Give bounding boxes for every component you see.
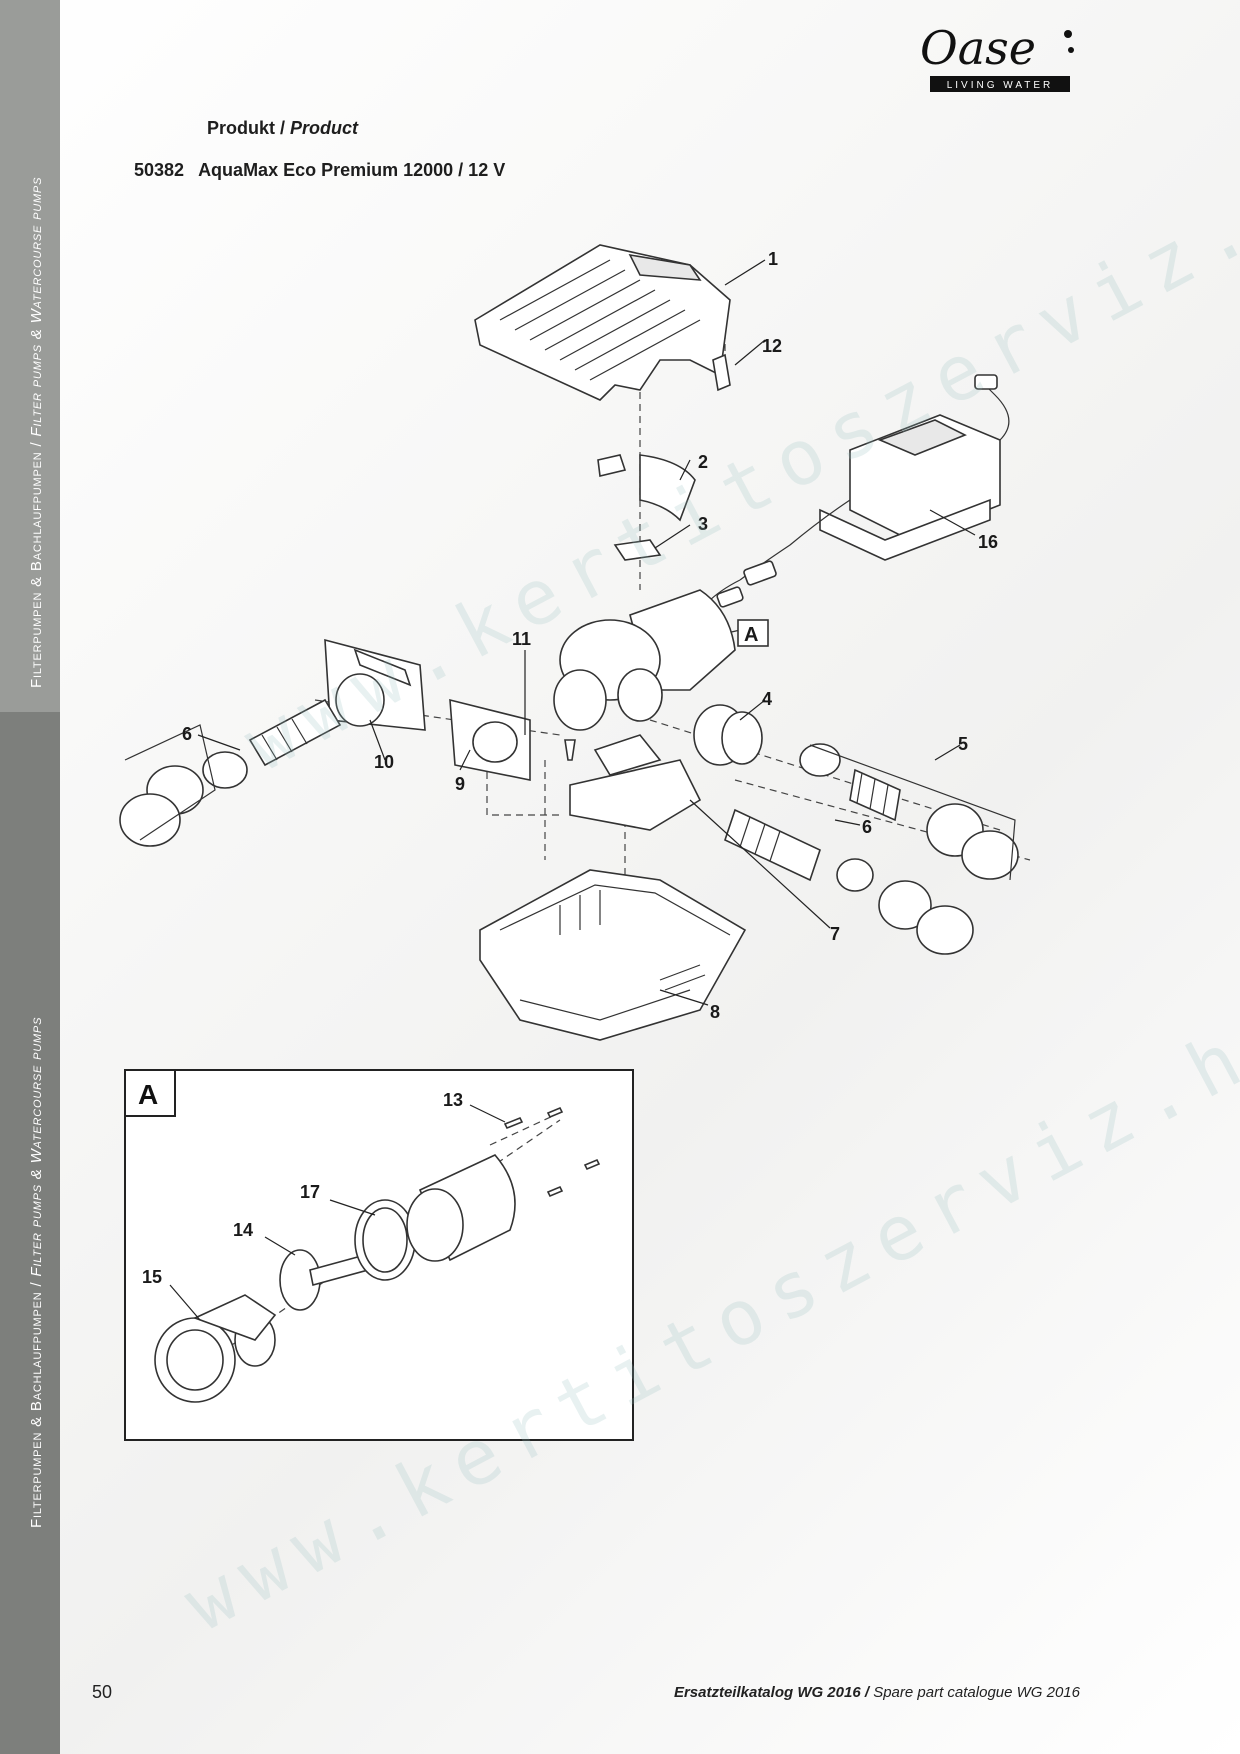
svg-text:A: A bbox=[138, 1079, 158, 1110]
part-clip-2b bbox=[597, 454, 627, 477]
part-inlet-plate-10 bbox=[324, 638, 426, 731]
sidebar-upper-text: Filterpumpen & Bachlaufpumpen / Filter p… bbox=[28, 176, 45, 688]
detail-o-ring bbox=[354, 1199, 416, 1281]
svg-text:LIVING WATER: LIVING WATER bbox=[947, 80, 1054, 91]
part-hose-right-lower bbox=[724, 808, 974, 955]
callout-8: 8 bbox=[710, 1002, 720, 1022]
detail-a-box: A 13 17 bbox=[124, 1069, 634, 1441]
part-top-cover bbox=[474, 244, 731, 401]
product-heading: Produkt / Product bbox=[207, 118, 359, 138]
part-pump-motor bbox=[553, 589, 736, 731]
sidebar-upper bbox=[0, 0, 60, 712]
callout-4: 4 bbox=[762, 689, 772, 709]
part-plate-9-hole bbox=[472, 721, 518, 763]
callout-12: 12 bbox=[762, 336, 782, 356]
callout-17: 17 bbox=[300, 1182, 320, 1202]
callout-7: 7 bbox=[830, 924, 840, 944]
part-bottom-housing bbox=[479, 869, 747, 1041]
connector bbox=[743, 560, 777, 586]
detail-a-marker bbox=[737, 619, 769, 647]
part-hose-right bbox=[799, 743, 1019, 881]
callout-1: 1 bbox=[768, 249, 778, 269]
detail-pump-head bbox=[154, 1294, 277, 1403]
detail-motor-housing bbox=[406, 1154, 516, 1262]
product-code: 50382 bbox=[134, 160, 185, 180]
callout-a: A bbox=[744, 624, 758, 646]
callout-3: 3 bbox=[698, 514, 708, 534]
callout-9: 9 bbox=[455, 774, 465, 794]
callout-6-right: 6 bbox=[862, 817, 872, 837]
sidebar-lower-text: Filterpumpen & Bachlaufpumpen / Filter p… bbox=[28, 1016, 45, 1528]
product-line: 50382 AquaMax Eco Premium 12000 / 12 V bbox=[134, 160, 505, 181]
footer-catalog: Ersatzteilkatalog WG 2016 / Spare part c… bbox=[673, 1684, 1080, 1701]
exploded-parts-diagram: 1 12 2 3 16 11 A 4 5 6 10 9 6 7 8 A bbox=[119, 244, 1031, 1441]
callout-5: 5 bbox=[958, 734, 968, 754]
part-pad-3 bbox=[613, 539, 662, 561]
part-bracket-2 bbox=[639, 454, 696, 522]
part-transformer bbox=[739, 374, 1010, 581]
callout-15: 15 bbox=[142, 1267, 162, 1287]
callout-11: 11 bbox=[512, 629, 531, 649]
callout-6-left: 6 bbox=[182, 724, 192, 744]
part-screw-11 bbox=[564, 739, 576, 761]
callout-10: 10 bbox=[374, 752, 394, 772]
callout-14: 14 bbox=[233, 1220, 253, 1240]
svg-text:Oase: Oase bbox=[920, 21, 1036, 75]
callout-2: 2 bbox=[698, 452, 708, 472]
callout-16: 16 bbox=[978, 532, 998, 552]
connector-2 bbox=[716, 586, 744, 608]
callout-13: 13 bbox=[443, 1090, 463, 1110]
part-nut-4 bbox=[693, 704, 763, 766]
part-hose-left bbox=[119, 698, 342, 847]
product-name: AquaMax Eco Premium 12000 / 12 V bbox=[198, 160, 506, 180]
page-number: 50 bbox=[92, 1682, 113, 1702]
detail-screws bbox=[503, 1106, 601, 1198]
part-clip-12 bbox=[712, 353, 731, 392]
part-base-bracket bbox=[569, 734, 702, 831]
sidebar-lower bbox=[0, 712, 60, 1754]
oase-logo: Oase LIVING WATER bbox=[920, 21, 1074, 92]
